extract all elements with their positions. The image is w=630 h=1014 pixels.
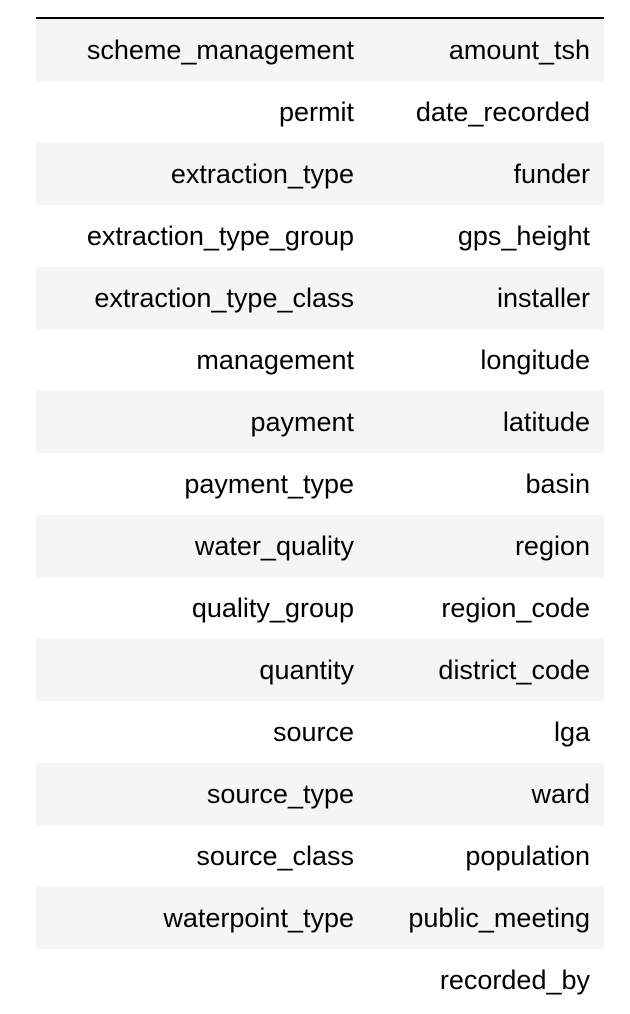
table-cell-left: management <box>196 345 354 375</box>
table-row: water_quality region <box>36 515 604 577</box>
table-cell-right: basin <box>525 469 590 499</box>
table-cell-right: ward <box>531 779 590 809</box>
table-cell-left: source_type <box>206 779 354 809</box>
table-cell-right: funder <box>513 159 590 189</box>
table-row: scheme_management amount_tsh <box>36 19 604 81</box>
table-cell-left: waterpoint_type <box>163 903 354 933</box>
table-row: source_class population <box>36 825 604 887</box>
table-cell-right: latitude <box>502 407 590 437</box>
table-cell-right: longitude <box>480 345 590 375</box>
table-row: source lga <box>36 701 604 763</box>
table-cell-left: extraction_type <box>170 159 354 189</box>
table-row: quantity district_code <box>36 639 604 701</box>
table-cell-left: source_class <box>196 841 354 871</box>
table-cell-right: public_meeting <box>408 903 590 933</box>
table-row: extraction_type_group gps_height <box>36 205 604 267</box>
table-cell-right: gps_height <box>457 221 590 251</box>
table-cell-left: extraction_type_group <box>86 221 354 251</box>
table-row: management longitude <box>36 329 604 391</box>
column-name-table: scheme_management amount_tsh permit date… <box>36 17 604 1011</box>
table-row: recorded_by <box>36 949 604 1011</box>
table-cell-left: permit <box>278 97 354 127</box>
table-cell-right: date_recorded <box>415 97 590 127</box>
table-cell-right: population <box>465 841 590 871</box>
table-row: extraction_type_class installer <box>36 267 604 329</box>
table-row: payment_type basin <box>36 453 604 515</box>
table-cell-right: lga <box>553 717 590 747</box>
table-row: waterpoint_type public_meeting <box>36 887 604 949</box>
table-cell-right: amount_tsh <box>448 35 590 65</box>
data-table: scheme_management amount_tsh permit date… <box>36 19 604 1011</box>
table-row: payment latitude <box>36 391 604 453</box>
table-cell-left: payment_type <box>184 469 354 499</box>
table-cell-left: scheme_management <box>86 35 354 65</box>
table-cell-left: water_quality <box>194 531 354 561</box>
table-row: extraction_type funder <box>36 143 604 205</box>
table-cell-right: region_code <box>441 593 590 623</box>
table-cell-right: recorded_by <box>439 965 590 995</box>
table-cell-left: quantity <box>259 655 354 685</box>
table-cell-left: quality_group <box>191 593 354 623</box>
table-row: source_type ward <box>36 763 604 825</box>
table-cell-right: region <box>514 531 590 561</box>
table-cell-left <box>36 949 368 1011</box>
table-row: quality_group region_code <box>36 577 604 639</box>
table-cell-right: district_code <box>438 655 590 685</box>
table-cell-left: source <box>272 717 354 747</box>
table-cell-right: installer <box>496 283 590 313</box>
table-cell-left: extraction_type_class <box>94 283 354 313</box>
table-body: scheme_management amount_tsh permit date… <box>36 19 604 1011</box>
table-row: permit date_recorded <box>36 81 604 143</box>
table-cell-left: payment <box>250 407 354 437</box>
